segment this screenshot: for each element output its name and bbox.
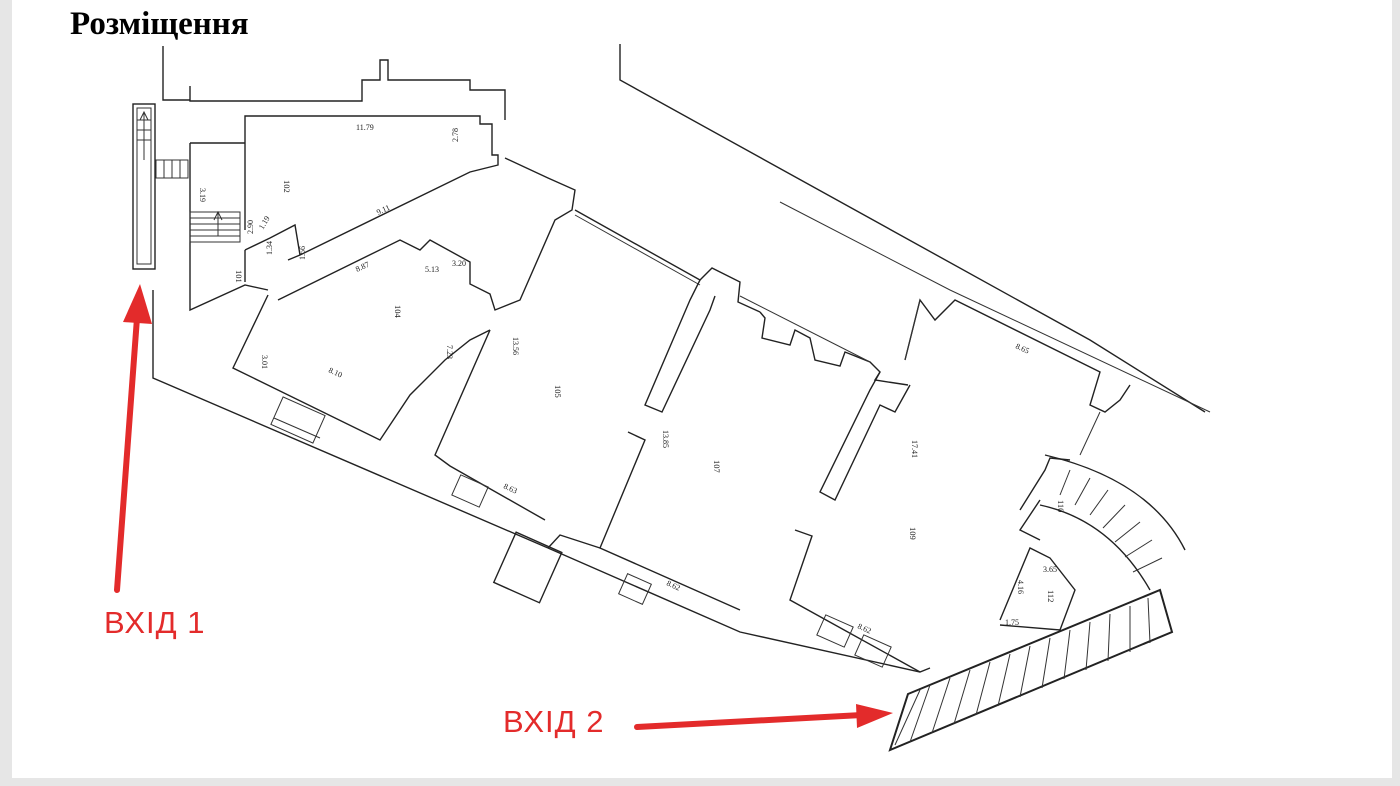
outer-walls	[152, 44, 1211, 673]
room-number: 112	[1046, 590, 1056, 602]
room-number: 102	[282, 180, 292, 193]
room-109	[789, 298, 1131, 673]
entrance-2-stair	[888, 588, 1174, 752]
curved-stair	[999, 454, 1186, 631]
room-number: 105	[553, 385, 563, 398]
dimension-label: 8.65	[1014, 342, 1030, 356]
entrance-1-arrow	[114, 284, 152, 593]
dimension-label: 3.01	[260, 355, 269, 369]
left-stair	[132, 103, 189, 270]
dimension-label: 9.11	[375, 203, 391, 217]
entrance-1-label: ВХІД 1	[104, 605, 206, 640]
dimension-label: 1.75	[1005, 618, 1019, 627]
room-number: 104	[393, 305, 403, 319]
room-104	[232, 157, 576, 444]
room-number: 107	[712, 460, 722, 473]
room-107	[492, 295, 911, 611]
dimension-label: 3.19	[198, 188, 207, 202]
room-number: 101	[234, 270, 244, 283]
dimension-label: 3.65	[1043, 565, 1057, 574]
page-title: Розміщення	[70, 6, 249, 42]
dimension-label: 1.19	[257, 214, 272, 231]
dimension-label: 11.79	[356, 123, 374, 132]
entrance-2-label: ВХІД 2	[503, 704, 605, 739]
room-105	[434, 209, 761, 521]
dimension-label: 7.23	[445, 345, 454, 359]
dimension-label: 4.16	[1016, 580, 1025, 594]
dimension-label: 2.78	[451, 128, 460, 142]
dimension-label: 3.20	[452, 259, 466, 268]
room-number: 110	[1056, 500, 1066, 512]
dimension-label: 8.10	[327, 366, 343, 380]
dimension-label: 2.90	[246, 220, 255, 234]
dimension-label: 17.41	[910, 440, 919, 458]
dimension-label: 8.62	[665, 579, 681, 593]
dimension-label: 13.85	[661, 430, 670, 448]
dimension-label: 13.56	[511, 337, 520, 355]
dimension-label: 5.13	[425, 265, 439, 274]
dimension-label: 1.34	[265, 241, 274, 255]
dimension-label: 8.62	[856, 622, 872, 636]
dimension-label: 1.56	[298, 246, 307, 260]
entrance-2-arrow	[634, 704, 893, 730]
dimension-label: 8.63	[502, 482, 518, 496]
room-number: 109	[908, 527, 918, 540]
room-102	[189, 115, 499, 312]
